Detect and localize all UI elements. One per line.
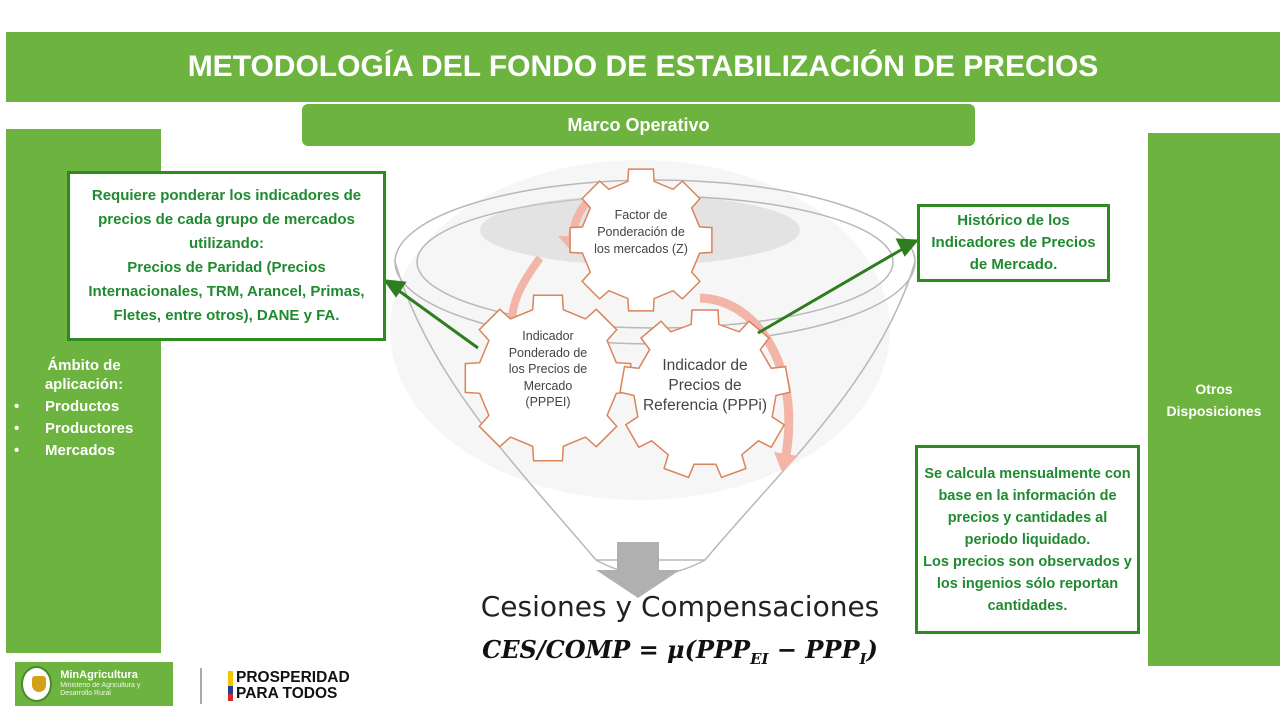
parity-prices-text: Precios de Paridad (Precios Internaciona…: [88, 259, 365, 324]
connector-right: [757, 238, 920, 335]
title-bar: [6, 32, 1280, 102]
scope-list: Productos Productores Mercados: [14, 396, 154, 462]
result-formula: CES/COMP = μ(PPPEI − PPPI): [482, 635, 878, 668]
gear-label-weighting-factor: Factor de Ponderación de los mercados (Z…: [594, 208, 688, 256]
logo-divider: [200, 668, 202, 704]
scope-item: Productos: [14, 396, 154, 418]
gear-label-reference-price-index: Indicador de Precios de Referencia (PPPi…: [642, 357, 768, 414]
gear-label-market-price-index: Indicador Ponderado de los Precios de Me…: [508, 329, 588, 409]
right-panel: [1148, 133, 1280, 666]
scope-item: Mercados: [14, 440, 154, 462]
historical-index-box: Histórico de los Indicadores de Precios …: [917, 204, 1110, 282]
gear-weighting-factor: [569, 168, 713, 312]
weighting-requirement-text: Requiere ponderar los indicadores de pre…: [91, 187, 362, 252]
cycle-arrow-right-head: [774, 452, 798, 472]
gear-market-price-index: [464, 294, 632, 462]
scope-item: Productores: [14, 418, 154, 440]
gear-reference-price-index: [619, 309, 791, 479]
other-provisions-label: Otros Disposiciones: [1166, 381, 1262, 419]
coat-of-arms-icon: [21, 666, 53, 702]
monthly-calculation-text: Se calcula mensualmente con base en la i…: [924, 465, 1131, 548]
scope-text: Ámbito de aplicación: Productos Producto…: [14, 356, 154, 462]
weighting-requirement-box: Requiere ponderar los indicadores de pre…: [67, 171, 386, 341]
colombia-flag-icon: [228, 671, 233, 701]
subtitle-banner: Marco Operativo: [302, 104, 975, 146]
monthly-calculation-box: Se calcula mensualmente con base en la i…: [915, 445, 1140, 634]
scope-heading: Ámbito de aplicación:: [44, 357, 124, 393]
minagricultura-logo: MinAgricultura Ministerio de Agricultura…: [15, 662, 173, 706]
prosperidad-logo: PROSPERIDAD PARA TODOS: [228, 668, 350, 706]
result-title: Cesiones y Compensaciones: [480, 590, 880, 623]
cycle-arrow-right: [699, 293, 794, 456]
page-title: METODOLOGÍA DEL FONDO DE ESTABILIZACIÓN …: [187, 50, 1099, 83]
connector-left: [382, 279, 479, 350]
down-arrow: [596, 542, 680, 598]
observed-prices-text: Los precios son observados y los ingenio…: [923, 553, 1132, 614]
